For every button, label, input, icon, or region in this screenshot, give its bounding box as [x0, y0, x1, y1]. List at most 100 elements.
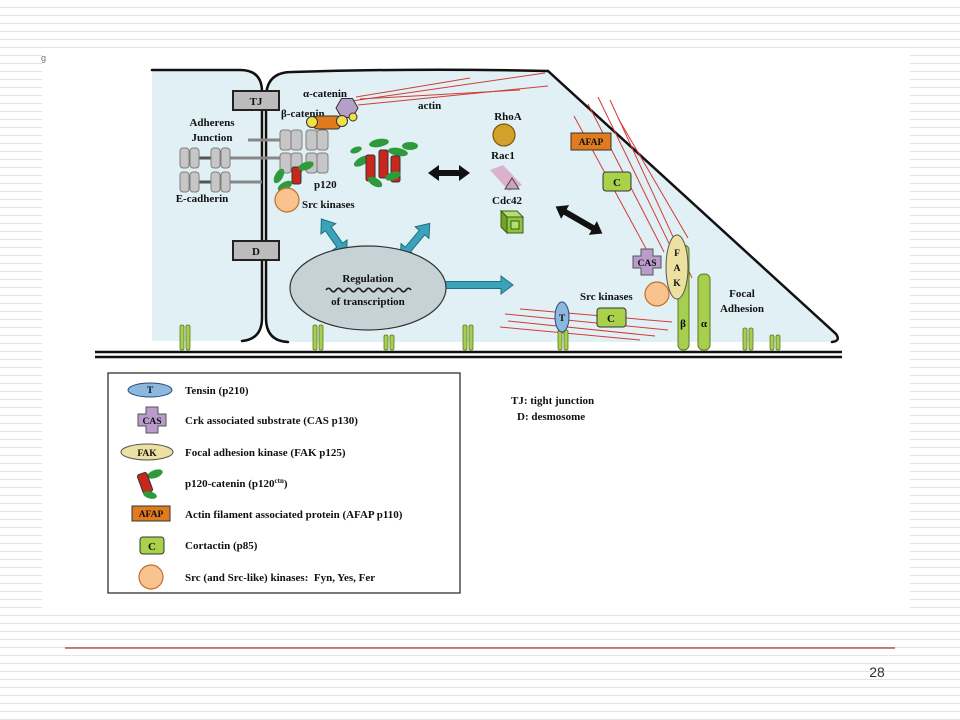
p120-green-domain	[147, 469, 163, 479]
cas-box: CAS	[632, 248, 662, 276]
p120-green-domain	[143, 491, 157, 499]
rac1-label: Rac1	[491, 150, 515, 162]
cdc42-icon	[499, 209, 525, 235]
substrate	[95, 350, 842, 359]
integrin-alpha-label: α	[701, 318, 708, 330]
cdc42-front-inset	[510, 220, 520, 230]
legend-label-superscript: ctn	[275, 477, 284, 485]
p120-green-domain	[277, 180, 293, 192]
cadherin	[316, 129, 329, 151]
receptor-rod	[748, 327, 754, 351]
legend-item-cas: CAS Crk associated substrate (CAS p130)	[137, 406, 358, 434]
regulation-label-line2: of transcription	[331, 296, 405, 308]
basal-fibers	[499, 308, 673, 341]
cortactin-icon	[139, 536, 165, 555]
afap-label: AFAP	[579, 138, 604, 148]
fak-letter-f: F	[674, 249, 680, 259]
cadherin	[290, 129, 303, 151]
fak-box: F A K	[665, 234, 689, 300]
receptor-rod	[389, 334, 395, 351]
desmosome-label: D	[252, 246, 260, 258]
receptor-rod	[185, 324, 191, 351]
p120-red-domain	[378, 149, 389, 179]
src-kinase-icon	[138, 564, 164, 590]
src-kinase-focal	[644, 281, 670, 307]
legend-icon-label: T	[147, 386, 154, 396]
receptor-rod	[312, 324, 318, 351]
cas-icon	[632, 248, 662, 276]
cortactin-icon	[602, 171, 632, 192]
src-kinase-junctional	[274, 187, 300, 213]
receptor-rod	[557, 329, 563, 351]
transcription-regulation: Regulation of transcription	[289, 245, 447, 331]
legend: T Tensin (p210) CAS Crk associated subst…	[107, 372, 461, 594]
basal-fiber	[519, 308, 673, 323]
right-cell-membrane	[264, 68, 840, 344]
legend-icon-label: CAS	[142, 417, 161, 427]
fak-letter-k: K	[673, 279, 681, 289]
rac1-icon	[490, 165, 522, 191]
stress-fiber	[617, 117, 689, 239]
rac1-triangle	[504, 177, 520, 190]
p120-green-domain	[298, 161, 314, 171]
desmosome-box	[232, 240, 280, 261]
catenin-bead	[336, 115, 348, 127]
p120-green-domain	[367, 176, 383, 188]
legend-label-main: p120-catenin (p120	[185, 478, 275, 490]
rhoa-icon	[492, 123, 516, 147]
p120-catenin-icon	[136, 469, 163, 499]
cadherin	[189, 171, 200, 193]
interaction-arrow-horizontal	[428, 165, 470, 181]
actin-filament	[351, 72, 546, 102]
regulation-label-line1: Regulation	[342, 273, 393, 285]
receptor-rod	[383, 334, 389, 351]
legend-label: Actin filament associated protein (AFAP …	[185, 509, 403, 521]
cortactin-label: C	[613, 177, 621, 189]
cortactin-lower: C	[596, 307, 627, 328]
p120-green-domain	[388, 147, 408, 157]
p120-catenin-junctional	[273, 161, 314, 192]
legend-label: Focal adhesion kinase (FAK p125)	[185, 447, 346, 459]
src-kinases-label-junction: Src kinases	[302, 199, 355, 211]
rhoa-label: RhoA	[494, 111, 522, 123]
actin-label: actin	[418, 100, 441, 112]
cadherin	[305, 129, 318, 151]
tight-junction: TJ	[232, 90, 280, 111]
receptor-rod	[468, 324, 474, 351]
cadherin	[189, 147, 200, 169]
p120-label: p120	[314, 179, 337, 191]
afap-icon	[570, 132, 612, 151]
legend-label: Src (and Src-like) kinases: Fyn, Yes, Fe…	[185, 572, 375, 584]
receptor-rod	[179, 324, 185, 351]
cadherin	[210, 171, 221, 193]
actin-filament	[357, 85, 549, 106]
basal-receptors	[179, 324, 781, 351]
legend-item-p120-catenin: p120-catenin (p120ctn)	[136, 469, 288, 499]
legend-icon-label: FAK	[137, 449, 157, 459]
cadherin	[179, 147, 190, 169]
p120-red-domain	[291, 166, 302, 185]
actin-filament	[359, 89, 521, 100]
tight-junction-box	[232, 90, 280, 111]
cdc42-label: Cdc42	[492, 195, 522, 207]
focal-adhesion-label-line1: Focal	[729, 288, 755, 300]
receptor-rod	[742, 327, 748, 351]
p120-green-domain	[385, 171, 401, 181]
basal-fiber	[499, 326, 641, 341]
corner-fragment: g	[41, 53, 46, 63]
fak-letter-a: A	[674, 264, 681, 274]
cadherin	[210, 147, 221, 169]
e-cadherin-label: E-cadherin	[176, 193, 229, 205]
fak-icon	[120, 443, 174, 461]
cadherin	[220, 147, 231, 169]
legend-label-end: )	[284, 478, 288, 490]
adherens-label-line2: Junction	[192, 132, 233, 144]
legend-label: Cortactin (p85)	[185, 540, 258, 552]
basal-fiber	[504, 313, 669, 331]
p120-green-domain	[350, 146, 362, 154]
receptor-rod	[769, 334, 775, 351]
cadherin	[179, 171, 190, 193]
stress-fiber	[597, 96, 681, 267]
legend-box	[107, 372, 461, 594]
